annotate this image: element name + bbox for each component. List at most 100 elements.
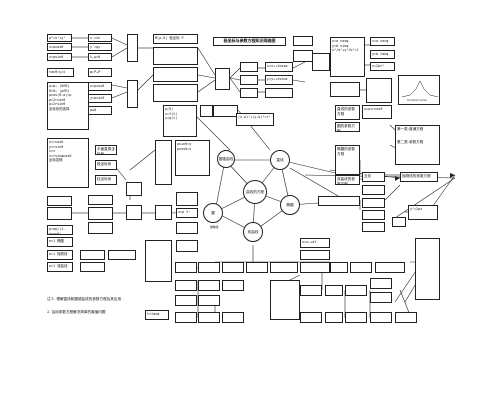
label-box bbox=[325, 312, 343, 323]
label-box bbox=[47, 196, 72, 206]
label-box bbox=[345, 312, 367, 323]
label-box bbox=[88, 207, 113, 220]
label-box bbox=[270, 262, 298, 273]
curve-graph-plot bbox=[401, 80, 439, 98]
label-box bbox=[175, 262, 197, 273]
formula-box: x=x₀+tcosα bbox=[265, 62, 293, 72]
label-box bbox=[198, 295, 220, 306]
label-box bbox=[175, 312, 197, 323]
label-box bbox=[293, 36, 313, 46]
formula-box: M(ρ,θ) 极坐标 P bbox=[153, 34, 198, 44]
label-box bbox=[300, 262, 330, 273]
label-box bbox=[265, 88, 293, 98]
formula-box: tanθ=y/x bbox=[47, 68, 74, 77]
label-box bbox=[300, 312, 322, 323]
row-label: 平面直角坐标系 bbox=[95, 145, 117, 155]
formula-box: y'=μy bbox=[88, 43, 112, 51]
label-box bbox=[415, 238, 440, 300]
formula-box: y²=2px bbox=[408, 205, 438, 220]
label-box bbox=[126, 182, 142, 196]
label-box bbox=[318, 196, 360, 206]
label-box bbox=[88, 222, 113, 234]
label-box bbox=[362, 185, 385, 195]
label-box bbox=[108, 250, 136, 260]
formula-box: (x-a)²+(y-b)²=r² bbox=[236, 113, 274, 126]
label-box bbox=[246, 262, 268, 273]
formula-box: φ:P→P' bbox=[88, 68, 112, 77]
formula-box: x=ρcosθ bbox=[47, 43, 72, 51]
label-box bbox=[155, 205, 172, 220]
hub-node: 曲线的方程 bbox=[243, 180, 267, 204]
ring-node: 双曲线 bbox=[243, 222, 263, 242]
label-box bbox=[176, 222, 198, 234]
note-line: 第一类:普通方程 bbox=[397, 127, 424, 131]
formula-box: x=ρcosθ bbox=[88, 82, 112, 91]
label-box bbox=[198, 262, 220, 273]
formula-box: e>1 双曲线 bbox=[47, 262, 73, 272]
label-box bbox=[200, 105, 213, 117]
formula-box: x'=λx bbox=[88, 34, 112, 42]
label-box bbox=[47, 207, 72, 220]
formula-box: x=x₀+at bbox=[300, 238, 330, 248]
formula-box: x=2pt² bbox=[370, 62, 395, 71]
group-a-label: 坐标系的选择 bbox=[49, 106, 70, 111]
label-box bbox=[155, 140, 172, 185]
ring-node: 直线 bbox=[270, 150, 290, 170]
vertical-label-box bbox=[127, 34, 138, 62]
label-box bbox=[350, 262, 372, 273]
center-box bbox=[153, 47, 198, 65]
formula-box: λ,μ>0 bbox=[88, 53, 112, 61]
formula-box: y=b tanφ bbox=[370, 50, 395, 59]
label-box bbox=[222, 280, 244, 291]
curve-graph: Normal Curve bbox=[398, 75, 440, 105]
ring-node: 圆 bbox=[203, 203, 223, 223]
label-box bbox=[175, 295, 197, 306]
curve-label-box: 椭圆的参数方程 bbox=[335, 145, 360, 175]
formula-box: e<1 椭圆 bbox=[47, 237, 73, 247]
ring-node: 椭圆 bbox=[280, 195, 300, 215]
center-box bbox=[153, 84, 198, 102]
formula-box: x=p t² bbox=[176, 208, 198, 218]
label-box bbox=[198, 280, 220, 291]
curve-label-box: 直线的参数方程 bbox=[335, 105, 360, 120]
formula-box: ρ(θ)x=f(t)y=g(t) bbox=[163, 105, 197, 137]
label-box bbox=[325, 285, 343, 296]
label-box bbox=[370, 292, 392, 303]
group-b-label: 坐标变换 bbox=[49, 158, 63, 163]
curve-label-box: 圆的参数方程 bbox=[335, 122, 360, 132]
junction-box bbox=[312, 53, 330, 71]
label-box bbox=[370, 312, 392, 323]
junction-box bbox=[215, 68, 230, 90]
formula-box: ρ≥0 bbox=[88, 106, 112, 115]
diagram-title: 极坐标与参数方程知识网络图 bbox=[213, 37, 286, 46]
row-label: 极坐标系 bbox=[95, 160, 117, 170]
label-box bbox=[362, 222, 385, 232]
label-box bbox=[362, 198, 385, 208]
formula-box: y=y₀+tsinα bbox=[265, 75, 293, 85]
label-box bbox=[375, 262, 405, 273]
label-box bbox=[222, 262, 244, 273]
label-box bbox=[176, 192, 198, 206]
vertical-label-box bbox=[127, 80, 138, 108]
label-box bbox=[293, 50, 313, 62]
label-box bbox=[362, 210, 385, 220]
formula-box: ρ=ep/(1-ecosθ) bbox=[47, 225, 73, 235]
label-box bbox=[270, 280, 300, 320]
center-box bbox=[153, 67, 198, 82]
formula-box: t=tanφ bbox=[145, 310, 169, 320]
formula-box: ρ²=x²+y² bbox=[47, 34, 72, 42]
label-box bbox=[240, 88, 258, 98]
formula-box bbox=[366, 78, 392, 103]
label-box bbox=[88, 195, 113, 205]
formula-box: e=1 抛物线 bbox=[47, 250, 73, 260]
ring-node: 圆锥曲线 bbox=[217, 150, 235, 168]
ring-caption: 抛物线 bbox=[210, 225, 219, 229]
row-label: 柱坐标系 bbox=[95, 175, 117, 185]
graph-label: Normal Curve bbox=[407, 98, 428, 102]
label-box bbox=[126, 205, 142, 220]
